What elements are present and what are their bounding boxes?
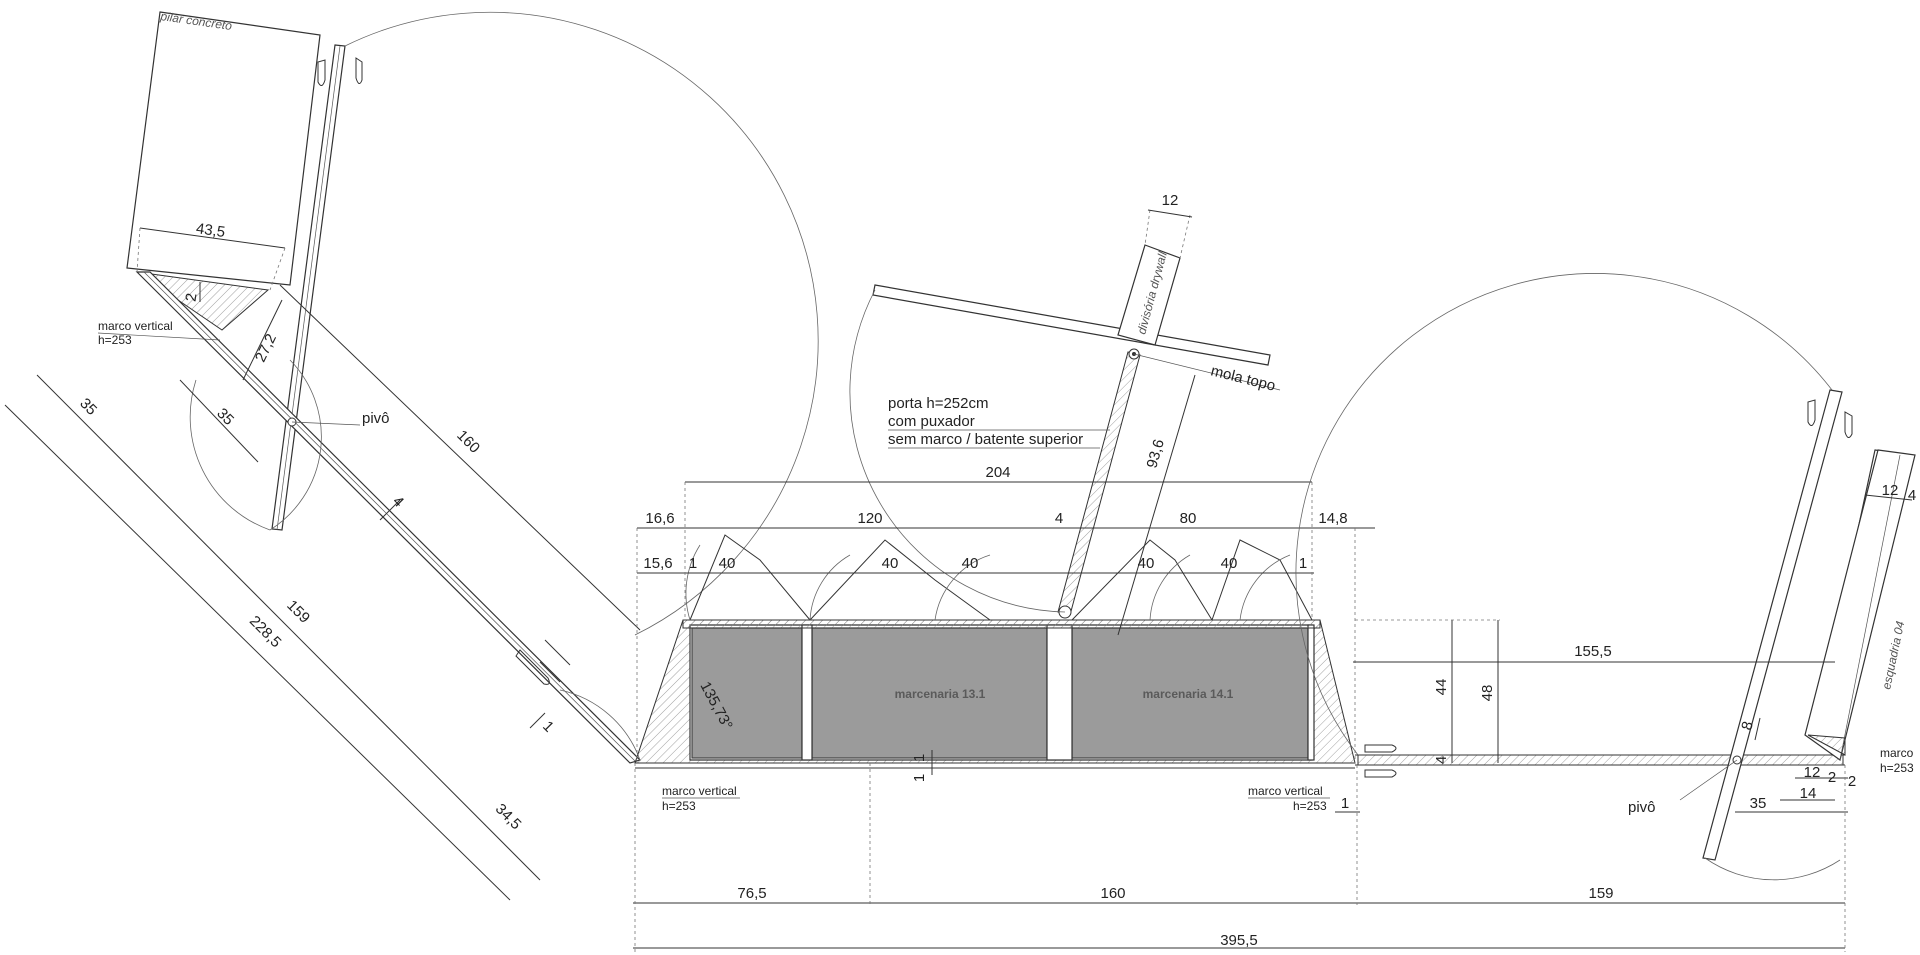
dim-14-r: 14 [1800,785,1817,802]
dim-1-under: 1 [911,774,928,782]
right-dimensions: 155,5 44 48 4 8 12 2 2 14 35 12 4 [1353,482,1916,813]
dim-155-5: 155,5 [1574,643,1612,660]
dim-12-top: 12 [1162,192,1179,209]
dim-2-r2: 2 [1848,773,1856,790]
dim-40-b: 40 [882,555,899,572]
marco-mid-line2: h=253 [1293,799,1327,813]
center-cabinets: marcenaria 13.1 marcenaria 14.1 135,73° … [634,619,1356,782]
dim-4-right: 4 [1433,756,1450,764]
cabinet-label-14-1: marcenaria 14.1 [1143,687,1234,701]
top-dimensions: 204 16,6 120 4 80 14,8 15,6 1 40 40 40 4… [636,464,1375,763]
dim-bottom-160: 160 [1100,885,1125,902]
bottom-dimensions: 76,5 160 159 395,5 [633,763,1846,952]
dim-44: 44 [1433,679,1450,696]
dim-395-5: 395,5 [1220,932,1258,949]
dim-76-5: 76,5 [737,885,766,902]
dim-1-b: 1 [1299,555,1307,572]
mola-topo-label: mola topo [1209,362,1277,394]
pivot-left-label: pivô [362,410,390,427]
dim-4-top: 4 [1055,510,1063,527]
center-marco-notes: marco vertical h=253 marco vertical h=25… [662,784,1360,813]
dim-34-5: 34,5 [492,800,525,833]
dim-2-pillar: 2 [183,292,201,303]
porta-line3: sem marco / batente superior [888,431,1083,448]
porta-line1: porta h=252cm [888,395,988,412]
marco-ctr-line2: h=253 [662,799,696,813]
dim-159-diag: 159 [283,597,313,627]
dim-2-r1: 2 [1828,769,1836,786]
dim-120: 120 [857,510,882,527]
dim-48: 48 [1479,685,1496,702]
drywall-partition: divisória drywall 12 [1117,192,1193,346]
marco-right-line1: marco [1880,746,1914,760]
marco-left-line2: h=253 [98,333,132,347]
dim-93-6: 93,6 [1143,437,1167,470]
dim-80: 80 [1180,510,1197,527]
dim-16-6: 16,6 [645,510,674,527]
esquadria-label: esquadria 04 [1879,620,1907,691]
dim-12-r: 12 [1804,764,1821,781]
cabinet-label-13-1: marcenaria 13.1 [895,687,986,701]
dim-12-far: 12 [1882,482,1899,499]
dim-1-right: 1 [1341,795,1349,812]
dim-35-r: 35 [1750,795,1767,812]
dim-40-c: 40 [962,555,979,572]
dim-43-5: 43,5 [195,220,226,241]
dim-27-2: 27,2 [252,331,280,365]
marco-mid-line1: marco vertical [1248,784,1323,798]
left-pivot-door [135,11,819,764]
dim-bottom-159: 159 [1588,885,1613,902]
marco-ctr-line1: marco vertical [662,784,737,798]
left-notes: marco vertical h=253 pivô [97,319,390,427]
marco-right-line2: h=253 [1880,761,1914,775]
dim-40-a: 40 [719,555,736,572]
porta-line2: com puxador [888,413,975,430]
dim-14-8: 14,8 [1318,510,1347,527]
folding-doors [685,284,1313,621]
dim-1-diag: 1 [539,718,557,736]
dim-35-b: 35 [213,405,237,429]
dim-4-far: 4 [1908,487,1916,504]
dim-160-diag: 160 [453,427,483,457]
marco-left-line1: marco vertical [98,319,173,333]
dim-40-e: 40 [1221,555,1238,572]
dim-15-6: 15,6 [643,555,672,572]
pivot-right-label: pivô [1628,799,1656,816]
dim-1-inner: 1 [911,754,928,762]
right-pivot-door [1295,272,1916,881]
dim-35-a: 35 [76,395,100,419]
dim-1-a: 1 [689,555,697,572]
dim-40-d: 40 [1138,555,1155,572]
dim-204: 204 [985,464,1010,481]
concrete-pillar: pilar concreto [126,9,321,286]
